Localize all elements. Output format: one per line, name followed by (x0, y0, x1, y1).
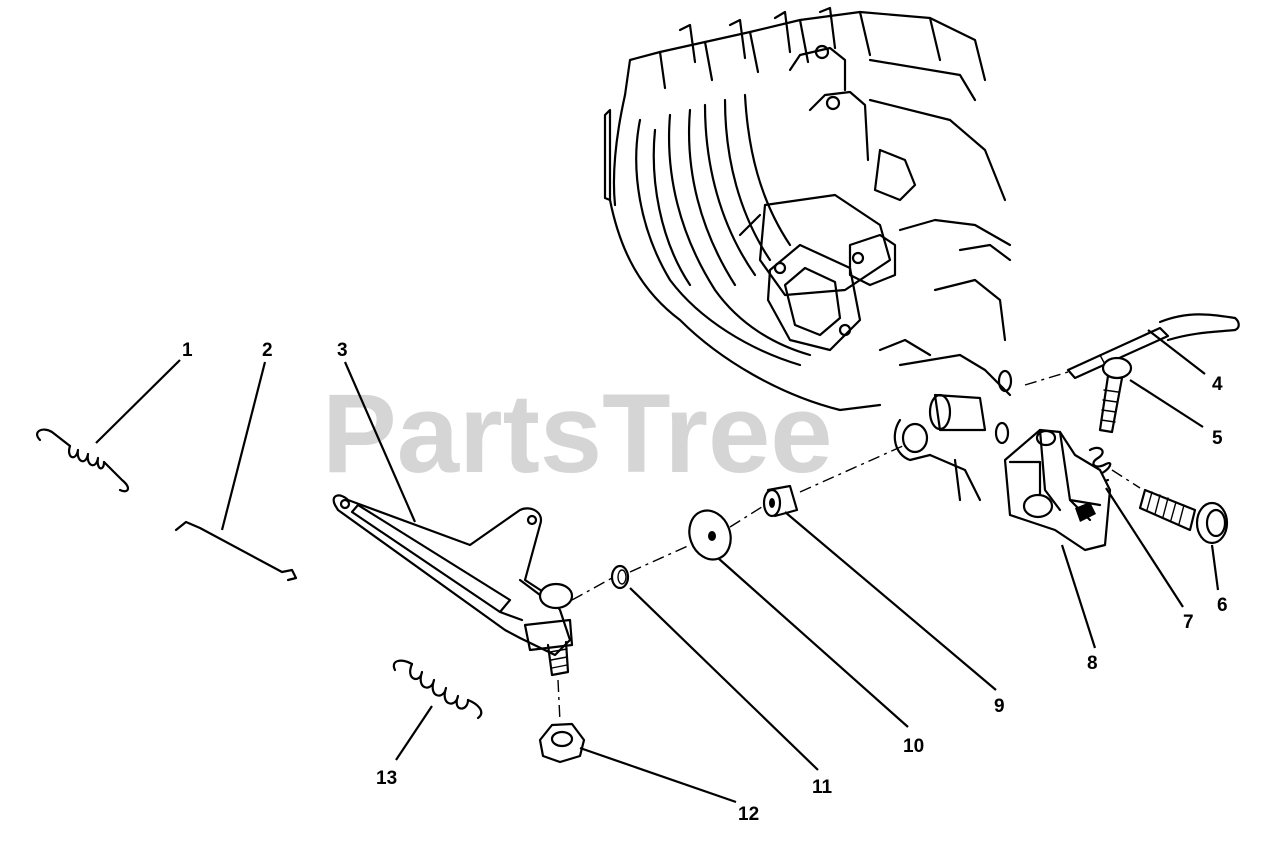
engine-block (603, 6, 1013, 502)
part-2-link-rod (174, 520, 298, 582)
callout-2: 2 (262, 340, 273, 361)
callout-6: 6 (1217, 595, 1228, 616)
callout-11: 11 (812, 777, 833, 798)
part-12-nut (538, 722, 586, 764)
callout-4: 4 (1212, 374, 1223, 395)
part-5-screw (1098, 356, 1133, 434)
part-6-bolt (1138, 488, 1229, 545)
part-1-spring (36, 428, 129, 493)
part-9-bushing (762, 484, 799, 518)
callout-labels: 1 2 3 4 5 6 7 8 9 10 11 12 13 (182, 340, 1228, 825)
part-4-throttle-linkage (1066, 313, 1240, 380)
callout-9: 9 (994, 696, 1005, 717)
callout-8: 8 (1087, 653, 1098, 674)
callout-13: 13 (376, 768, 397, 789)
callout-3: 3 (337, 340, 348, 361)
leader-lines (95, 329, 1220, 804)
part-13-spring (392, 659, 483, 720)
watermark-text: PartsTree (322, 371, 833, 496)
callout-10: 10 (903, 736, 924, 757)
part-8-bracket (1003, 428, 1112, 552)
assembly-axes (557, 371, 1141, 723)
part-10-washer (688, 509, 732, 561)
callout-5: 5 (1212, 428, 1223, 449)
part-3-governor-arm (332, 494, 574, 677)
callout-12: 12 (738, 804, 759, 825)
callout-7: 7 (1183, 612, 1194, 633)
part-11-retaining-ring (610, 564, 630, 590)
callout-1: 1 (182, 340, 193, 361)
